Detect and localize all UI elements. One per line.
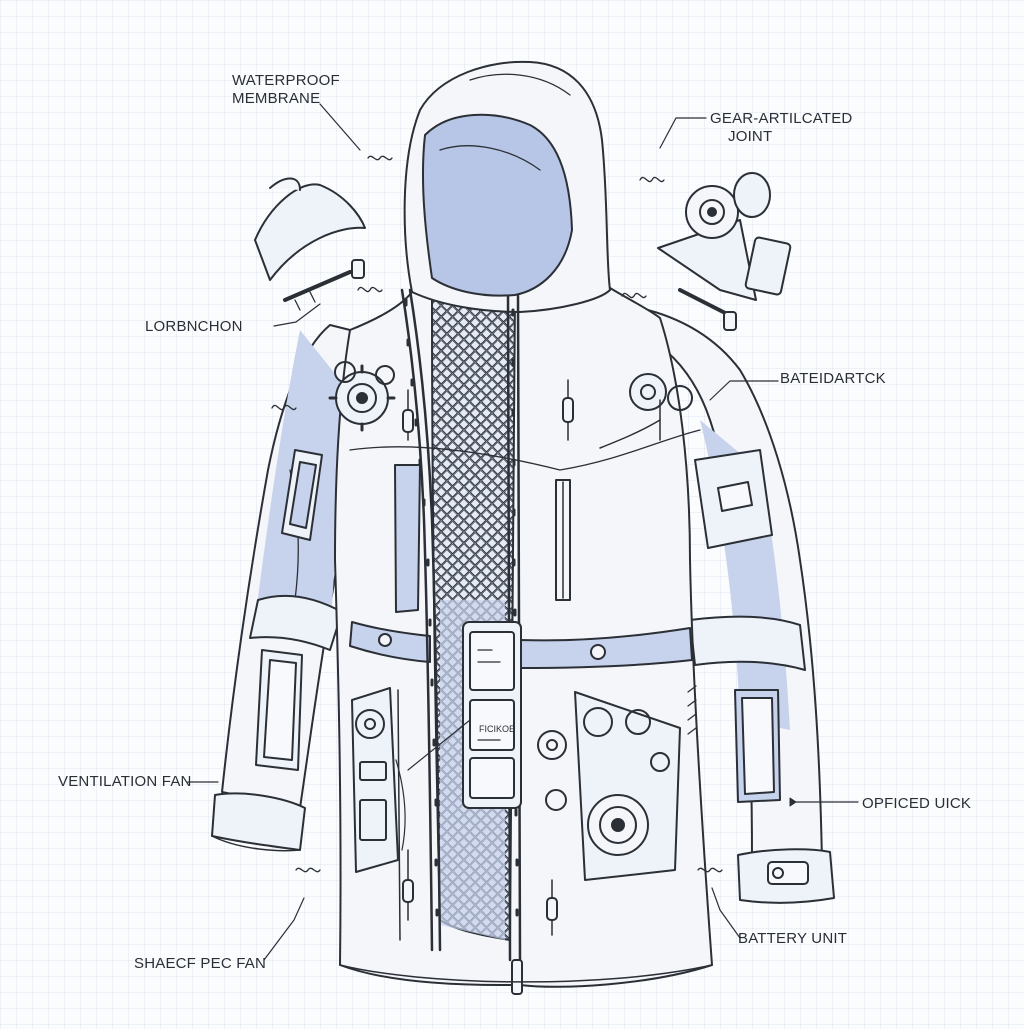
label-lorbnchon: LORBNCHON (145, 318, 243, 335)
label-bateidartck: BATEIDARTCK (780, 370, 886, 387)
left-zipper (400, 288, 442, 952)
leader-lines (187, 103, 859, 961)
label-waterproof-membrane-line2: MEMBRANE (232, 90, 321, 107)
gear-panel-pocket (537, 691, 681, 881)
right-exploded-joint (657, 172, 792, 331)
label-waterproof-membrane-line1: WATERPROOF (232, 72, 340, 89)
right-chest-gear (599, 373, 693, 449)
device-screen-text: FICIKOE (479, 724, 515, 734)
label-gear-articulated-joint-line1: GEAR-ARTILCATED (710, 110, 853, 127)
label-gear-articulated-joint-line2: JOINT (728, 128, 773, 145)
ventilation-fan-pocket (351, 687, 406, 941)
hood-inner-lining (421, 113, 573, 297)
left-chest-gear (328, 361, 396, 432)
left-exploded-shoulder-part (254, 177, 366, 311)
label-ventilation-fan: VENTILATION FAN (58, 773, 192, 790)
left-elbow-pad (249, 594, 343, 651)
label-battery-unit: BATTERY UNIT (738, 930, 848, 947)
label-shaecf-pec-fan: SHAECF PEC FAN (134, 955, 266, 972)
waist-band-right (519, 627, 693, 669)
right-elbow-pad (689, 615, 806, 671)
battery-device (462, 621, 522, 809)
label-officed-uick: OPFICED UICK (862, 795, 972, 812)
